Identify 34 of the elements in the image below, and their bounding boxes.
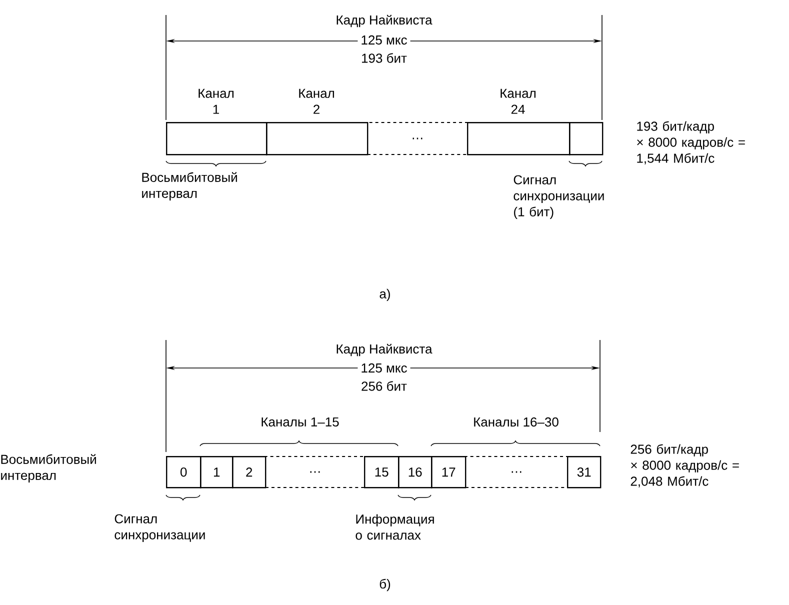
- cell: [467, 122, 570, 156]
- row-label: Восьмибитовый интервал: [1, 454, 96, 483]
- dimension-label: 193 бит: [362, 53, 407, 63]
- dashed-cell: …: [265, 456, 365, 488]
- calculation-text: 193 бит/кадр × 8000 кадров/с = 1,544 Мбит/с: [637, 121, 745, 164]
- channel-label: Канал 24: [500, 88, 536, 114]
- dimension-label: 125 мкс: [358, 360, 410, 376]
- dimension-label: 256 бит: [362, 381, 407, 391]
- channel-label: Канал 1: [198, 88, 234, 114]
- dimension-label: 125 мкс: [358, 32, 410, 48]
- cell: 0: [166, 456, 202, 488]
- dimension-label: Кадр Найквиста: [336, 14, 432, 28]
- dimension-label: Кадр Найквиста: [336, 344, 432, 356]
- dashed-cell: …: [465, 456, 568, 488]
- brace-label: Информация о сигналах: [356, 514, 434, 540]
- panel-label: б): [380, 578, 390, 592]
- brace-label: Восьмибитовый интервал: [142, 172, 237, 201]
- brace-label: Каналы 16–30: [474, 417, 558, 427]
- cell: [166, 122, 268, 156]
- dashed-cell: …: [367, 122, 468, 155]
- cell: 15: [364, 456, 400, 488]
- cell: 16: [398, 456, 432, 488]
- panel-label: а): [380, 288, 390, 302]
- cell: 17: [431, 456, 466, 488]
- cell: [266, 122, 368, 156]
- brace-label: Сигнал синхронизации (1 бит): [514, 175, 604, 219]
- calculation-text: 256 бит/кадр × 8000 кадров/с = 2,048 Мбит/с: [630, 444, 739, 488]
- channel-label: Канал 2: [299, 88, 334, 114]
- cell: 31: [567, 456, 602, 488]
- cell: 2: [232, 456, 266, 488]
- brace-label: Каналы 1–15: [262, 417, 339, 427]
- cell: 1: [200, 456, 234, 488]
- brace-label: Сигнал синхронизации: [114, 514, 205, 542]
- cell: [569, 122, 604, 156]
